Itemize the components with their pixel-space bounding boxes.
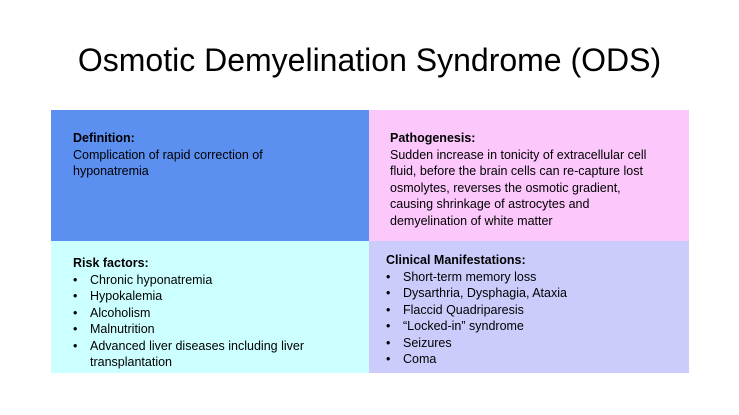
bullet-icon: • (73, 322, 78, 336)
list-item: •Dysarthria, Dysphagia, Ataxia (386, 286, 567, 300)
bullet-icon: • (386, 335, 391, 350)
definition-text: Complication of rapid correction of hypo… (73, 147, 263, 179)
list-item: •Malnutrition (73, 322, 155, 336)
bullet-icon: • (386, 286, 391, 300)
clinical-manifestations-list: •Short-term memory loss •Dysarthria, Dys… (386, 269, 679, 368)
pathogenesis-cell: Pathogenesis: Sudden increase in tonicit… (369, 110, 689, 241)
list-item: •Advanced liver diseases including liver… (73, 338, 305, 370)
definition-heading: Definition: (73, 131, 135, 145)
bullet-icon: • (73, 272, 78, 287)
slide-title: Osmotic Demyelination Syndrome (ODS) (77, 42, 662, 78)
risk-factors-cell: Risk factors: •Chronic hyponatremia •Hyp… (51, 241, 369, 373)
bullet-icon: • (386, 319, 391, 333)
list-item: •Coma (386, 352, 437, 366)
bullet-icon: • (73, 338, 78, 353)
list-item: •Alcoholism (73, 305, 151, 320)
risk-factors-list: •Chronic hyponatremia •Hypokalemia •Alco… (73, 272, 321, 371)
bullet-icon: • (386, 302, 391, 317)
list-item: •Hypokalemia (73, 289, 163, 303)
list-item: •“Locked-in” syndrome (386, 319, 524, 333)
pathogenesis-text: Sudden increase in tonicity of extracell… (390, 147, 647, 228)
risk-factors-heading: Risk factors: (73, 256, 149, 270)
bullet-icon: • (73, 289, 78, 303)
bullet-icon: • (73, 305, 78, 320)
list-item: •Short-term memory loss (386, 269, 537, 284)
clinical-manifestations-heading: Clinical Manifestations: (386, 253, 526, 267)
list-item: •Seizures (386, 335, 452, 350)
bullet-icon: • (386, 269, 391, 284)
list-item: •Flaccid Quadriparesis (386, 302, 524, 317)
bullet-icon: • (386, 352, 391, 366)
clinical-manifestations-cell: Clinical Manifestations: •Short-term mem… (369, 241, 689, 373)
list-item: •Chronic hyponatremia (73, 272, 213, 287)
definition-cell: Definition: Complication of rapid correc… (51, 110, 369, 241)
pathogenesis-heading: Pathogenesis: (390, 131, 476, 145)
quadrant-table: Definition: Complication of rapid correc… (51, 110, 689, 373)
